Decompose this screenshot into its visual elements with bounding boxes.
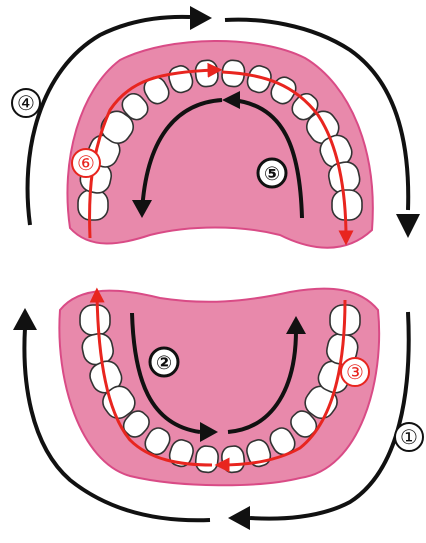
svg-text:⑥: ⑥: [77, 151, 95, 175]
svg-text:⑤: ⑤: [264, 163, 280, 185]
svg-text:①: ①: [400, 425, 418, 449]
step-label-2: ②: [150, 348, 178, 376]
svg-text:④: ④: [17, 91, 35, 115]
svg-text:②: ②: [156, 352, 172, 374]
tooth: [80, 305, 110, 335]
step-label-3: ③: [341, 358, 369, 386]
lower-jaw: [59, 289, 379, 486]
step-label-4: ④: [12, 89, 40, 117]
step-label-5: ⑤: [258, 159, 286, 187]
tooth: [78, 190, 108, 220]
tooth: [221, 445, 246, 473]
svg-text:③: ③: [346, 360, 364, 384]
upper-jaw: [67, 41, 372, 248]
step-label-1: ①: [395, 423, 423, 451]
step-label-6: ⑥: [72, 149, 100, 177]
tooth: [332, 190, 362, 220]
tooth: [195, 445, 220, 473]
tooth: [194, 59, 219, 87]
